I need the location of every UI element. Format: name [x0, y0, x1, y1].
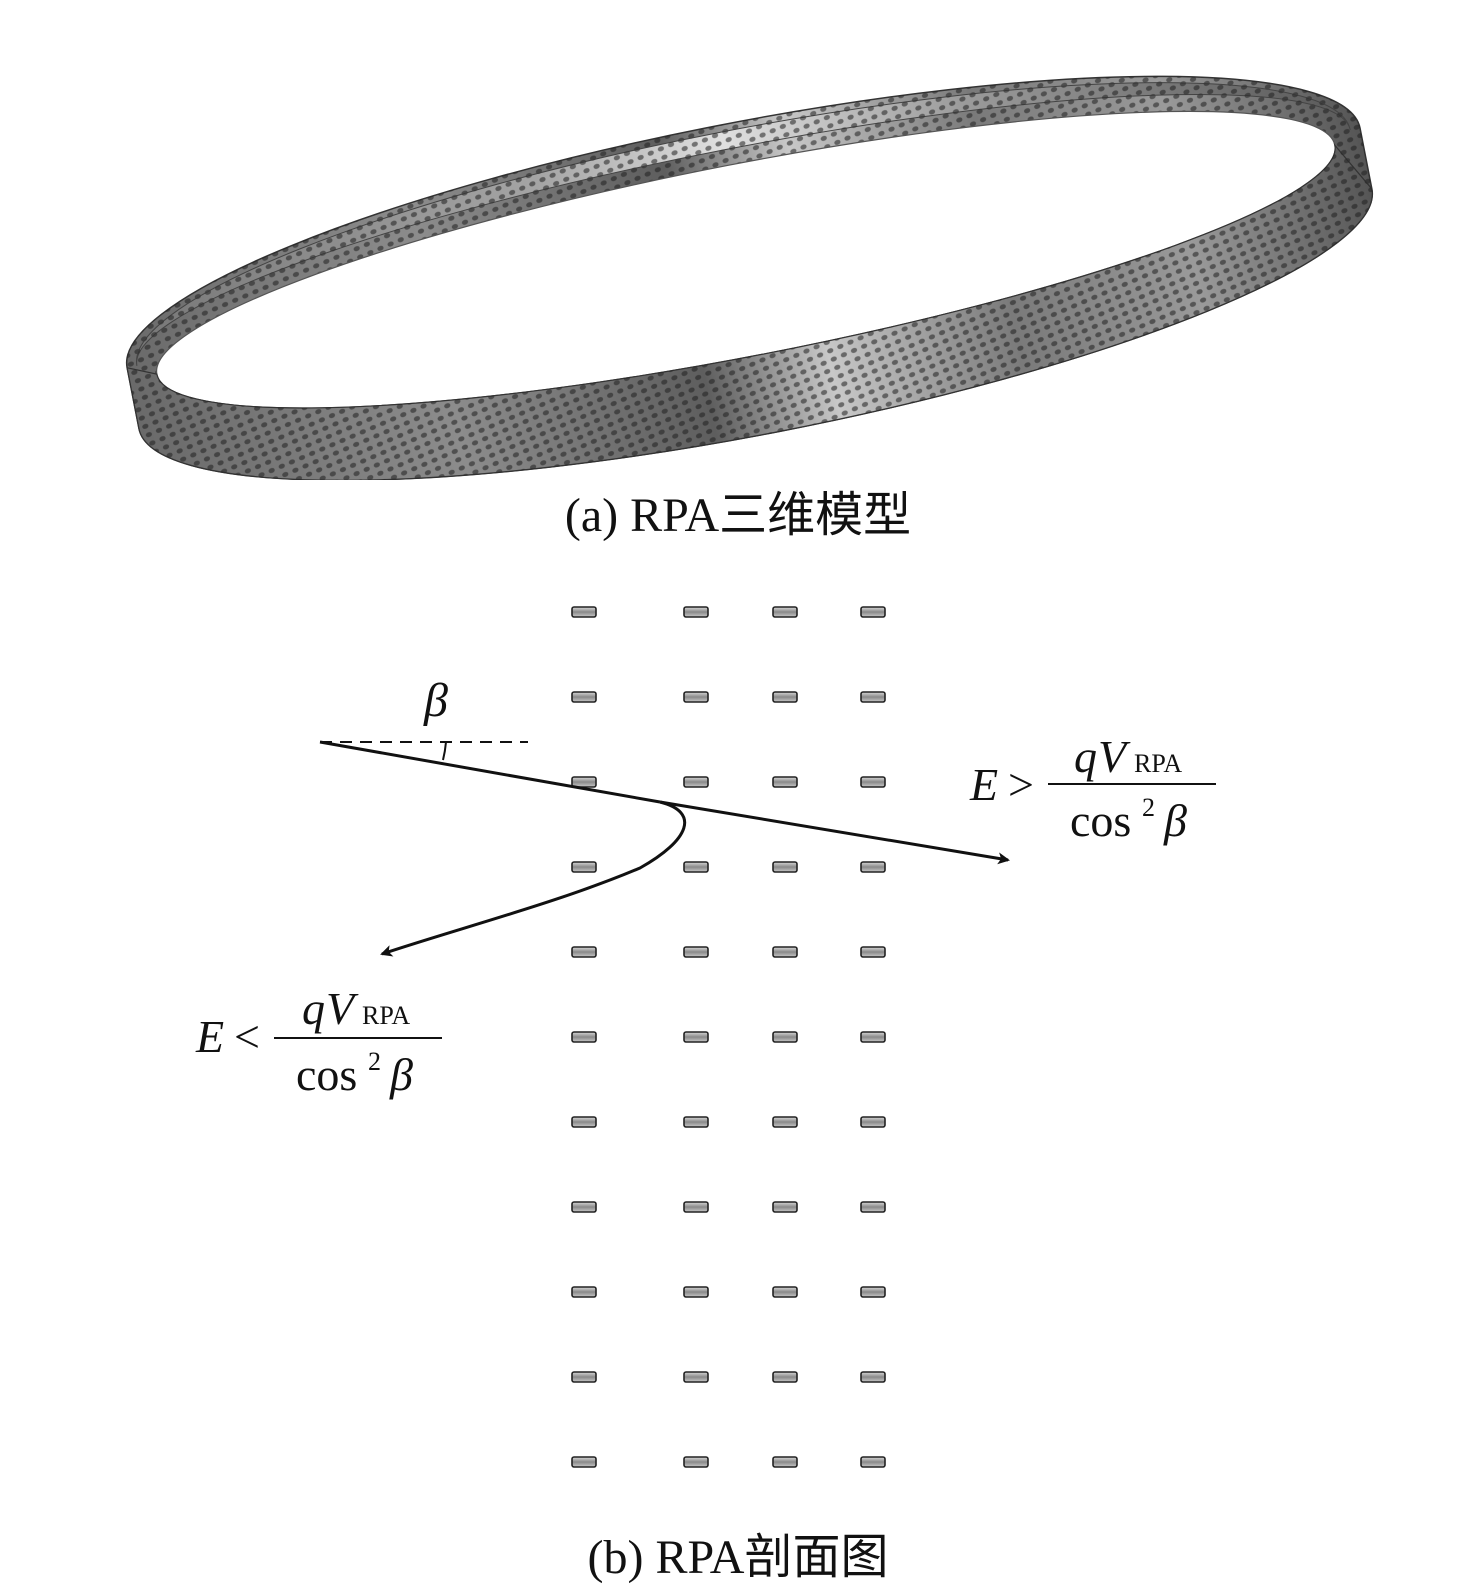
- caption-a: (a) RPA三维模型: [564, 489, 912, 542]
- upper-lhs: E: [969, 759, 998, 810]
- grid-element: [772, 946, 798, 958]
- grid-element: [860, 1456, 886, 1468]
- grid-element: [571, 861, 597, 873]
- lower-relation: <: [234, 1011, 260, 1062]
- incoming-trajectory: [319, 740, 661, 804]
- grid-element: [860, 1286, 886, 1298]
- grid-element: [860, 776, 886, 788]
- lower-den-cos: cos: [296, 1049, 357, 1100]
- lower-condition-formula: E < q V RPA cos 2 β: [195, 983, 442, 1100]
- grid-element: [860, 1031, 886, 1043]
- grid-element: [571, 606, 597, 618]
- grid-element: [683, 1031, 709, 1043]
- grid-element: [683, 606, 709, 618]
- grid-element: [772, 776, 798, 788]
- lower-num-sub: RPA: [362, 1001, 410, 1030]
- grid-element: [860, 861, 886, 873]
- grid-element: [860, 1201, 886, 1213]
- ring-inner-wall-mesh: [136, 82, 1351, 366]
- ring-front-band-mesh: [127, 145, 1373, 480]
- grid-element: [683, 1286, 709, 1298]
- grid-element: [772, 1031, 798, 1043]
- upper-num-sub: RPA: [1134, 749, 1182, 778]
- lower-num-v: V: [326, 983, 359, 1034]
- grid-element: [571, 1116, 597, 1128]
- grid-element: [860, 606, 886, 618]
- lower-num-q: q: [302, 983, 325, 1034]
- angle-arc: [442, 741, 447, 761]
- upper-num-q: q: [1074, 731, 1097, 782]
- reflected-trajectory: [380, 800, 687, 957]
- grid-element: [772, 1116, 798, 1128]
- angle-label: β: [423, 674, 448, 727]
- grid-element: [571, 946, 597, 958]
- grid-element: [772, 861, 798, 873]
- grid-element: [683, 1371, 709, 1383]
- grid-element: [683, 1456, 709, 1468]
- rpa-cross-section: β E > q V RPA cos 2 β E < q V RPA cos: [195, 606, 1216, 1468]
- rpa-ring-model: [125, 75, 1374, 480]
- grid-element: [772, 1286, 798, 1298]
- upper-num-v: V: [1098, 731, 1131, 782]
- grid-element: [860, 946, 886, 958]
- lower-den-exp: 2: [368, 1047, 381, 1076]
- grid-element: [571, 1371, 597, 1383]
- caption-b: (b) RPA剖面图: [587, 1531, 889, 1584]
- upper-relation: >: [1008, 759, 1034, 810]
- upper-den-exp: 2: [1142, 793, 1155, 822]
- grid-element: [571, 1031, 597, 1043]
- grid-element: [683, 776, 709, 788]
- grid-element: [683, 1201, 709, 1213]
- grid-elements: [571, 606, 886, 1468]
- grid-element: [772, 691, 798, 703]
- grid-element: [683, 691, 709, 703]
- grid-element: [860, 1116, 886, 1128]
- upper-den-beta: β: [1163, 795, 1187, 846]
- upper-condition-formula: E > q V RPA cos 2 β: [969, 731, 1216, 846]
- grid-element: [772, 1201, 798, 1213]
- lower-den-beta: β: [389, 1049, 413, 1100]
- grid-element: [860, 1371, 886, 1383]
- grid-element: [571, 1201, 597, 1213]
- grid-element: [571, 1456, 597, 1468]
- transmitted-trajectory: [659, 800, 1010, 865]
- grid-element: [772, 1371, 798, 1383]
- upper-den-cos: cos: [1070, 795, 1131, 846]
- lower-lhs: E: [195, 1011, 224, 1062]
- grid-element: [571, 691, 597, 703]
- grid-element: [571, 1286, 597, 1298]
- grid-element: [571, 776, 597, 788]
- grid-element: [860, 691, 886, 703]
- grid-element: [772, 1456, 798, 1468]
- grid-element: [683, 1116, 709, 1128]
- grid-element: [683, 946, 709, 958]
- grid-element: [683, 861, 709, 873]
- grid-element: [772, 606, 798, 618]
